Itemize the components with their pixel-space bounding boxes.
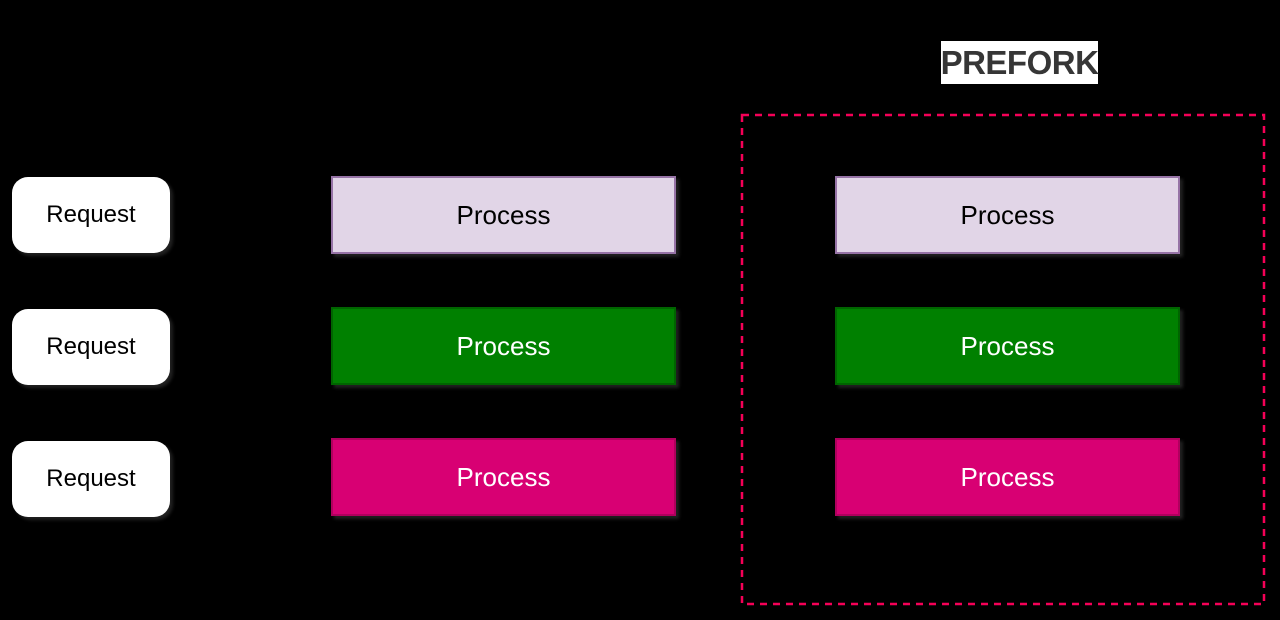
process-node-prefork-3: Process: [835, 438, 1180, 516]
request-node-1: Request: [12, 177, 170, 253]
process-node-prefork-1: Process: [835, 176, 1180, 254]
process-node-worker-1: Process: [331, 176, 676, 254]
request-node-3: Request: [12, 441, 170, 517]
process-node-prefork-2: Process: [835, 307, 1180, 385]
request-node-2: Request: [12, 309, 170, 385]
process-node-worker-2: Process: [331, 307, 676, 385]
prefork-boundary-box: [740, 113, 1266, 606]
prefork-title: PREFORK: [941, 41, 1099, 84]
process-node-worker-3: Process: [331, 438, 676, 516]
